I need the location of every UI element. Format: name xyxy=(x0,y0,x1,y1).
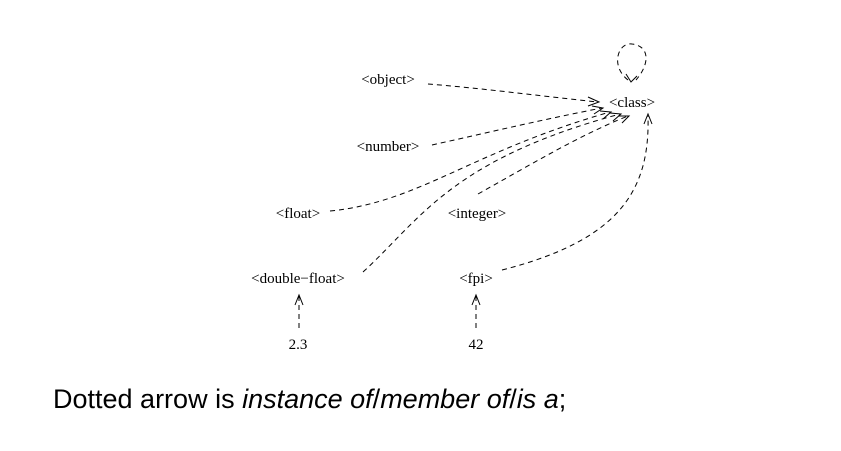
caption-prefix: Dotted arrow is xyxy=(53,384,243,414)
arrowhead-float-class xyxy=(599,110,613,120)
node-class: <class> xyxy=(609,95,655,111)
node-float: <float> xyxy=(276,206,320,222)
edge-object-class xyxy=(427,83,599,103)
caption-slash-1: / xyxy=(372,384,381,414)
caption-end: ; xyxy=(558,384,567,414)
edge-float-class xyxy=(329,111,611,212)
caption: Dotted arrow is instance of/member of/is… xyxy=(53,384,566,415)
node-integer: <integer> xyxy=(448,206,507,222)
arrowhead-doublefloat-class xyxy=(609,112,623,122)
arrowhead-object-class xyxy=(587,96,601,107)
node-double-float: <double−float> xyxy=(251,271,345,287)
edge-integer-class xyxy=(477,115,629,195)
edges xyxy=(294,43,653,328)
arrowhead-number-class xyxy=(591,105,605,115)
nodes: <class> <object> <number> <float> <integ… xyxy=(251,72,655,353)
edge-fpi-class xyxy=(501,115,649,271)
arrowhead-class-self xyxy=(625,73,638,83)
edge-number-class xyxy=(431,107,603,146)
arrowhead-42-fpi xyxy=(471,293,481,306)
caption-instance-of: instance of xyxy=(242,384,373,414)
value-2.3: 2.3 xyxy=(289,337,308,353)
node-fpi: <fpi> xyxy=(459,271,493,287)
arrowhead-fpi-class xyxy=(643,112,653,125)
caption-member-of: member of xyxy=(380,384,510,414)
caption-slash-2: / xyxy=(509,384,517,414)
caption-is-a: is a xyxy=(516,384,559,414)
arrowhead-2.3-doublefloat xyxy=(294,293,304,306)
node-number: <number> xyxy=(357,139,420,155)
edge-class-self-loop xyxy=(617,43,647,81)
node-object: <object> xyxy=(361,72,415,88)
edge-doublefloat-class xyxy=(362,113,621,273)
value-42: 42 xyxy=(469,337,484,353)
arrowhead-integer-class xyxy=(618,115,631,124)
class-hierarchy-diagram: <class> <object> <number> <float> <integ… xyxy=(251,43,655,353)
